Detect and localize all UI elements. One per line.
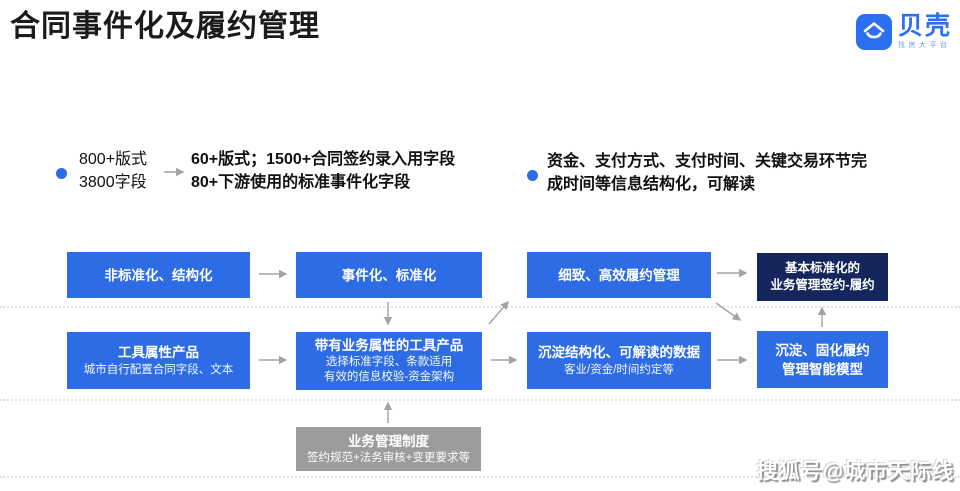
box-title: 沉淀结构化、可解读的数据 — [538, 345, 700, 360]
logo-texts: 贝壳 找房大平台 — [898, 12, 953, 50]
flow-box-structured-readable-data: 沉淀结构化、可解读的数据 客业/资金/时间约定等 — [527, 332, 711, 389]
bullet-left-source-line1: 800+版式 — [79, 151, 148, 168]
bullet-left-source-line2: 3800字段 — [79, 174, 147, 191]
box-subtitle: 客业/资金/时间约定等 — [564, 364, 674, 376]
page-title: 合同事件化及履约管理 — [10, 10, 320, 43]
box-title: 业务管理制度 — [348, 433, 429, 449]
box-title: 非标准化、结构化 — [104, 267, 213, 283]
flow-box-non-standardized: 非标准化、结构化 — [67, 252, 250, 298]
bullet-left-result-line2: 80+下游使用的标准事件化字段 — [191, 174, 411, 191]
bullet-left-result: 60+版式；1500+合同签约录入用字段 80+下游使用的标准事件化字段 — [191, 148, 455, 194]
box-subtitle-line2: 有效的信息校验-资金架构 — [323, 371, 455, 383]
box-title-line2: 业务管理签约-履约 — [770, 278, 875, 292]
box-title: 带有业务属性的工具产品 — [314, 338, 464, 353]
box-subtitle: 签约规范+法务审核+变更要求等 — [307, 451, 470, 464]
dotted-guideline — [0, 399, 960, 401]
logo-tagline: 找房大平台 — [898, 42, 951, 49]
bullet-right-line1: 资金、支付方式、支付时间、关键交易环节完 — [547, 153, 868, 170]
box-subtitle-line1: 选择标准字段、条款适用 — [325, 356, 453, 368]
box-title-line1: 沉淀、固化履约 — [775, 342, 870, 358]
box-title: 事件化、标准化 — [341, 267, 437, 283]
flow-box-smart-performance-model: 沉淀、固化履约 管理智能模型 — [757, 331, 888, 388]
box-title-line2: 管理智能模型 — [782, 361, 863, 377]
box-title: 工具属性产品 — [118, 345, 199, 360]
flow-box-tool-product: 工具属性产品 城市自行配置合同字段、文本 — [67, 332, 250, 389]
beike-logo: 贝壳 找房大平台 — [856, 14, 952, 50]
box-title-line1: 基本标准化的 — [784, 261, 860, 275]
flow-box-standardized-signing: 基本标准化的 业务管理签约-履约 — [757, 253, 888, 301]
bullet-right-text: 资金、支付方式、支付时间、关键交易环节完 成时间等信息结构化，可解读 — [547, 150, 867, 196]
bullet-right-line2: 成时间等信息结构化，可解读 — [547, 176, 756, 193]
logo-name: 贝壳 — [898, 12, 953, 40]
box-title: 细致、高效履约管理 — [558, 267, 680, 283]
flow-box-eventized: 事件化、标准化 — [296, 252, 482, 298]
beike-house-icon — [856, 14, 892, 50]
flow-box-fine-performance-mgmt: 细致、高效履约管理 — [527, 252, 711, 298]
flow-box-business-mgmt-rules: 业务管理制度 签约规范+法务审核+变更要求等 — [296, 427, 481, 471]
bullet-dot-left — [56, 168, 67, 179]
bullet-dot-right — [527, 170, 538, 181]
bullet-left-result-line1: 60+版式；1500+合同签约录入用字段 — [191, 151, 456, 168]
flow-box-business-tool-product: 带有业务属性的工具产品 选择标准字段、条款适用 有效的信息校验-资金架构 — [296, 332, 482, 390]
dotted-guideline — [0, 306, 960, 308]
bullet-left-source: 800+版式 3800字段 — [79, 148, 147, 194]
watermark: 搜狐号@城市天际线 — [756, 460, 954, 483]
box-subtitle: 城市自行配置合同字段、文本 — [83, 364, 234, 376]
dotted-guideline — [0, 476, 960, 478]
